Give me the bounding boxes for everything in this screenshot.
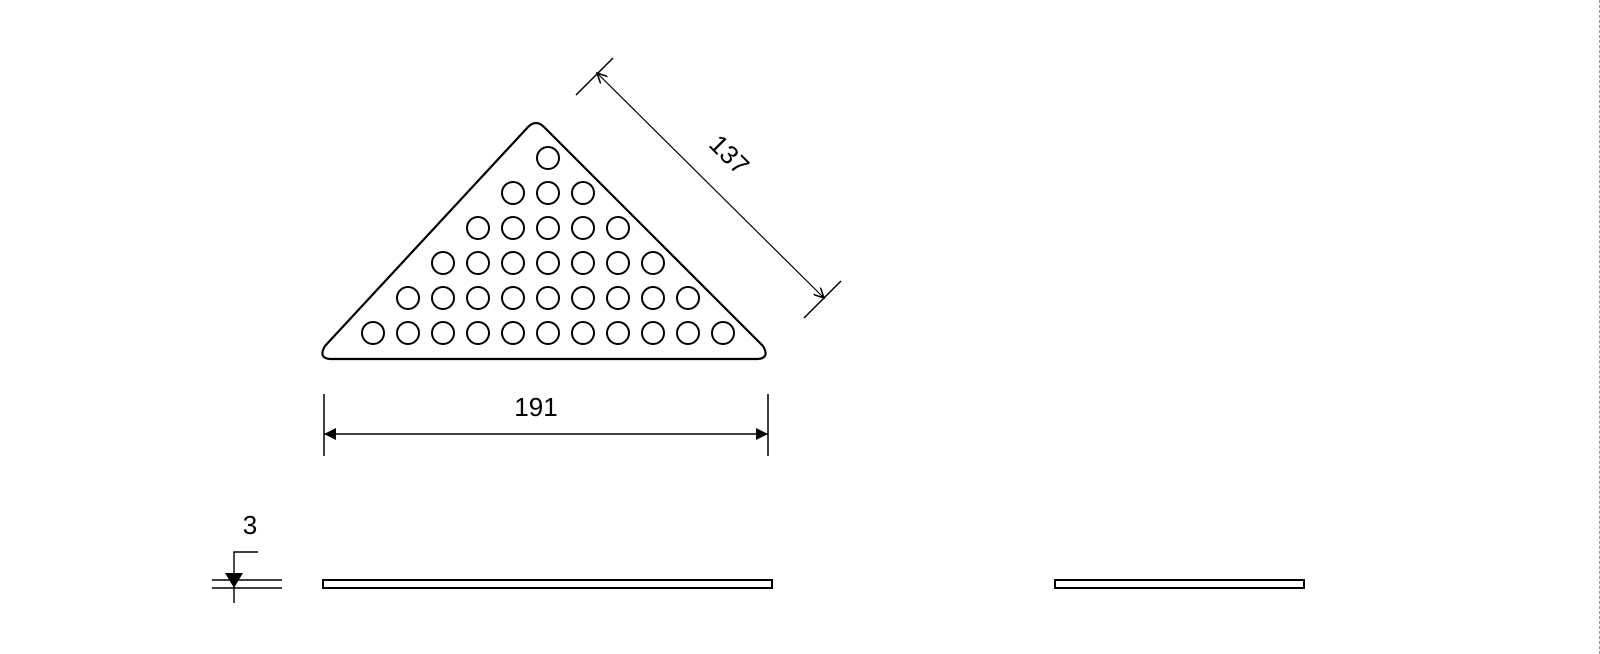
- plate-hole: [431, 286, 455, 310]
- plate-hole: [501, 181, 525, 205]
- plate-front-view: [322, 579, 773, 589]
- plate-hole: [501, 286, 525, 310]
- side-dimension: 137: [575, 57, 842, 319]
- plate-hole: [571, 251, 595, 275]
- plate-hole: [466, 286, 490, 310]
- plate-hole: [431, 251, 455, 275]
- plate-hole: [466, 251, 490, 275]
- plate-hole: [641, 321, 665, 345]
- plate-hole: [536, 216, 560, 240]
- thickness-dimension-label: 3: [243, 510, 257, 540]
- side-extension-top: [575, 57, 614, 96]
- plate-hole: [571, 321, 595, 345]
- side-dimension-label: 137: [703, 129, 755, 181]
- plate-hole: [431, 321, 455, 345]
- plate-hole: [501, 251, 525, 275]
- plate-hole: [361, 321, 385, 345]
- width-dimension: 191: [323, 392, 769, 456]
- side-dimension-line: [597, 73, 824, 298]
- side-extension-bottom: [803, 280, 842, 319]
- plate-hole: [711, 321, 735, 345]
- plate-hole: [536, 181, 560, 205]
- plate-hole: [396, 286, 420, 310]
- plate-hole: [606, 251, 630, 275]
- plate-hole: [571, 181, 595, 205]
- thickness-arrowhead: [225, 573, 243, 588]
- plate-hole: [536, 251, 560, 275]
- plate-hole: [571, 286, 595, 310]
- plate-hole: [571, 216, 595, 240]
- plate-hole: [501, 321, 525, 345]
- plate-hole: [606, 216, 630, 240]
- plate-hole: [641, 286, 665, 310]
- width-dimension-label: 191: [514, 392, 557, 422]
- plate-hole: [641, 251, 665, 275]
- plate-hole: [676, 286, 700, 310]
- plate-top-view: [321, 121, 767, 361]
- plate-hole: [536, 321, 560, 345]
- plate-hole: [536, 286, 560, 310]
- plate-hole: [536, 146, 560, 170]
- plate-hole: [396, 321, 420, 345]
- plate-hole: [466, 216, 490, 240]
- thickness-dimension: 3: [212, 510, 282, 603]
- plate-side-view: [1054, 579, 1305, 589]
- plate-outline: [321, 121, 767, 361]
- plate-hole: [606, 286, 630, 310]
- plate-hole: [466, 321, 490, 345]
- plate-hole: [501, 216, 525, 240]
- plate-hole: [676, 321, 700, 345]
- plate-hole: [606, 321, 630, 345]
